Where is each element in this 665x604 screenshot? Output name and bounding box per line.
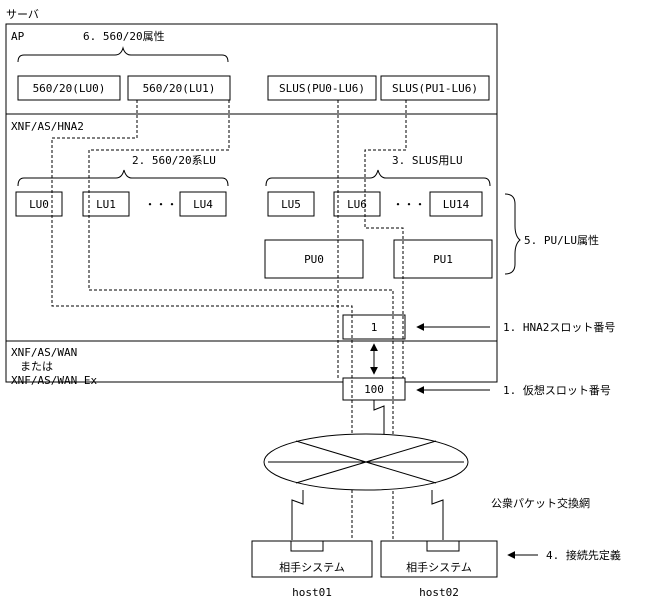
lu4-box <box>179 191 227 217</box>
lu14-box <box>429 191 483 217</box>
wan-title-line2: または <box>20 360 53 373</box>
server-frame <box>5 23 498 383</box>
ap-brace <box>17 46 229 63</box>
pu-lu-brace <box>504 193 521 275</box>
lu6-label: LU6 <box>347 198 367 211</box>
hna2-group1-label: 2. 560/20系LU <box>132 154 216 167</box>
partner-system-1-label: 相手システム <box>279 560 345 574</box>
ap-lu0-box <box>17 75 121 101</box>
wan-link <box>373 400 385 434</box>
ap-slus-pu0-label: SLUS(PU0-LU6) <box>279 82 365 95</box>
host01-link <box>291 490 304 540</box>
host02-link <box>431 490 444 540</box>
lu1-label: LU1 <box>96 198 116 211</box>
virtual-slot-value: 100 <box>364 383 384 396</box>
network-label: 公衆パケット交換網 <box>491 496 590 510</box>
pu1-box <box>393 239 493 279</box>
network-line-d2 <box>295 440 437 484</box>
partner-system-2-label: 相手システム <box>406 560 472 574</box>
lu-ellipsis-2: ・・・ <box>393 198 426 211</box>
pu-lu-attr-label: 5. PU/LU属性 <box>524 233 599 247</box>
lu0-box <box>15 191 63 217</box>
pu0-box <box>264 239 364 279</box>
hna2-title: XNF/AS/HNA2 <box>11 120 84 133</box>
partner-system-1-host: host01 <box>292 586 332 599</box>
partner-system-2-host: host02 <box>419 586 459 599</box>
ap-slus-pu1-box <box>380 75 490 101</box>
virtual-slot-annotation: 1. 仮想スロット番号 <box>503 383 611 397</box>
packet-network <box>263 433 469 491</box>
server-label: サーバ <box>6 8 39 21</box>
pu0-label: PU0 <box>304 253 324 266</box>
hna2-brace-group2 <box>265 169 491 187</box>
ap-lu1-box <box>127 75 231 101</box>
lu4-label: LU4 <box>193 198 213 211</box>
slus-pu1-path <box>364 100 407 378</box>
hna2-slot-annotation: 1. HNA2スロット番号 <box>503 321 615 334</box>
wan-title-line3: XNF/AS/WAN Ex <box>11 374 97 387</box>
lu5-box <box>267 191 315 217</box>
partner-system-1-port <box>290 540 324 552</box>
hna2-brace-group1 <box>17 169 229 187</box>
connection-annotation: 4. 接続先定義 <box>546 548 621 562</box>
lu1-path <box>88 100 394 540</box>
lu0-label: LU0 <box>29 198 49 211</box>
lu14-label: LU14 <box>443 198 470 211</box>
hna2-group2-label: 3. SLUS用LU <box>392 154 463 167</box>
ap-lu1-label: 560/20(LU1) <box>143 82 216 95</box>
ap-attr-label: 6. 560/20属性 <box>83 29 165 43</box>
lu0-path <box>51 100 353 540</box>
partner-system-2-port <box>426 540 460 552</box>
ap-slus-pu0-box <box>267 75 377 101</box>
lu5-label: LU5 <box>281 198 301 211</box>
hna2-slot-value: 1 <box>371 321 378 334</box>
pu1-label: PU1 <box>433 253 453 266</box>
ap-slus-pu1-label: SLUS(PU1-LU6) <box>392 82 478 95</box>
ap-title: AP <box>11 30 25 43</box>
wan-title-line1: XNF/AS/WAN <box>11 346 77 359</box>
lu-ellipsis-1: ・・・ <box>145 198 178 211</box>
lu1-box <box>82 191 130 217</box>
ap-lu0-label: 560/20(LU0) <box>33 82 106 95</box>
hna2-slot-box <box>342 314 406 340</box>
lu6-box <box>333 191 381 217</box>
